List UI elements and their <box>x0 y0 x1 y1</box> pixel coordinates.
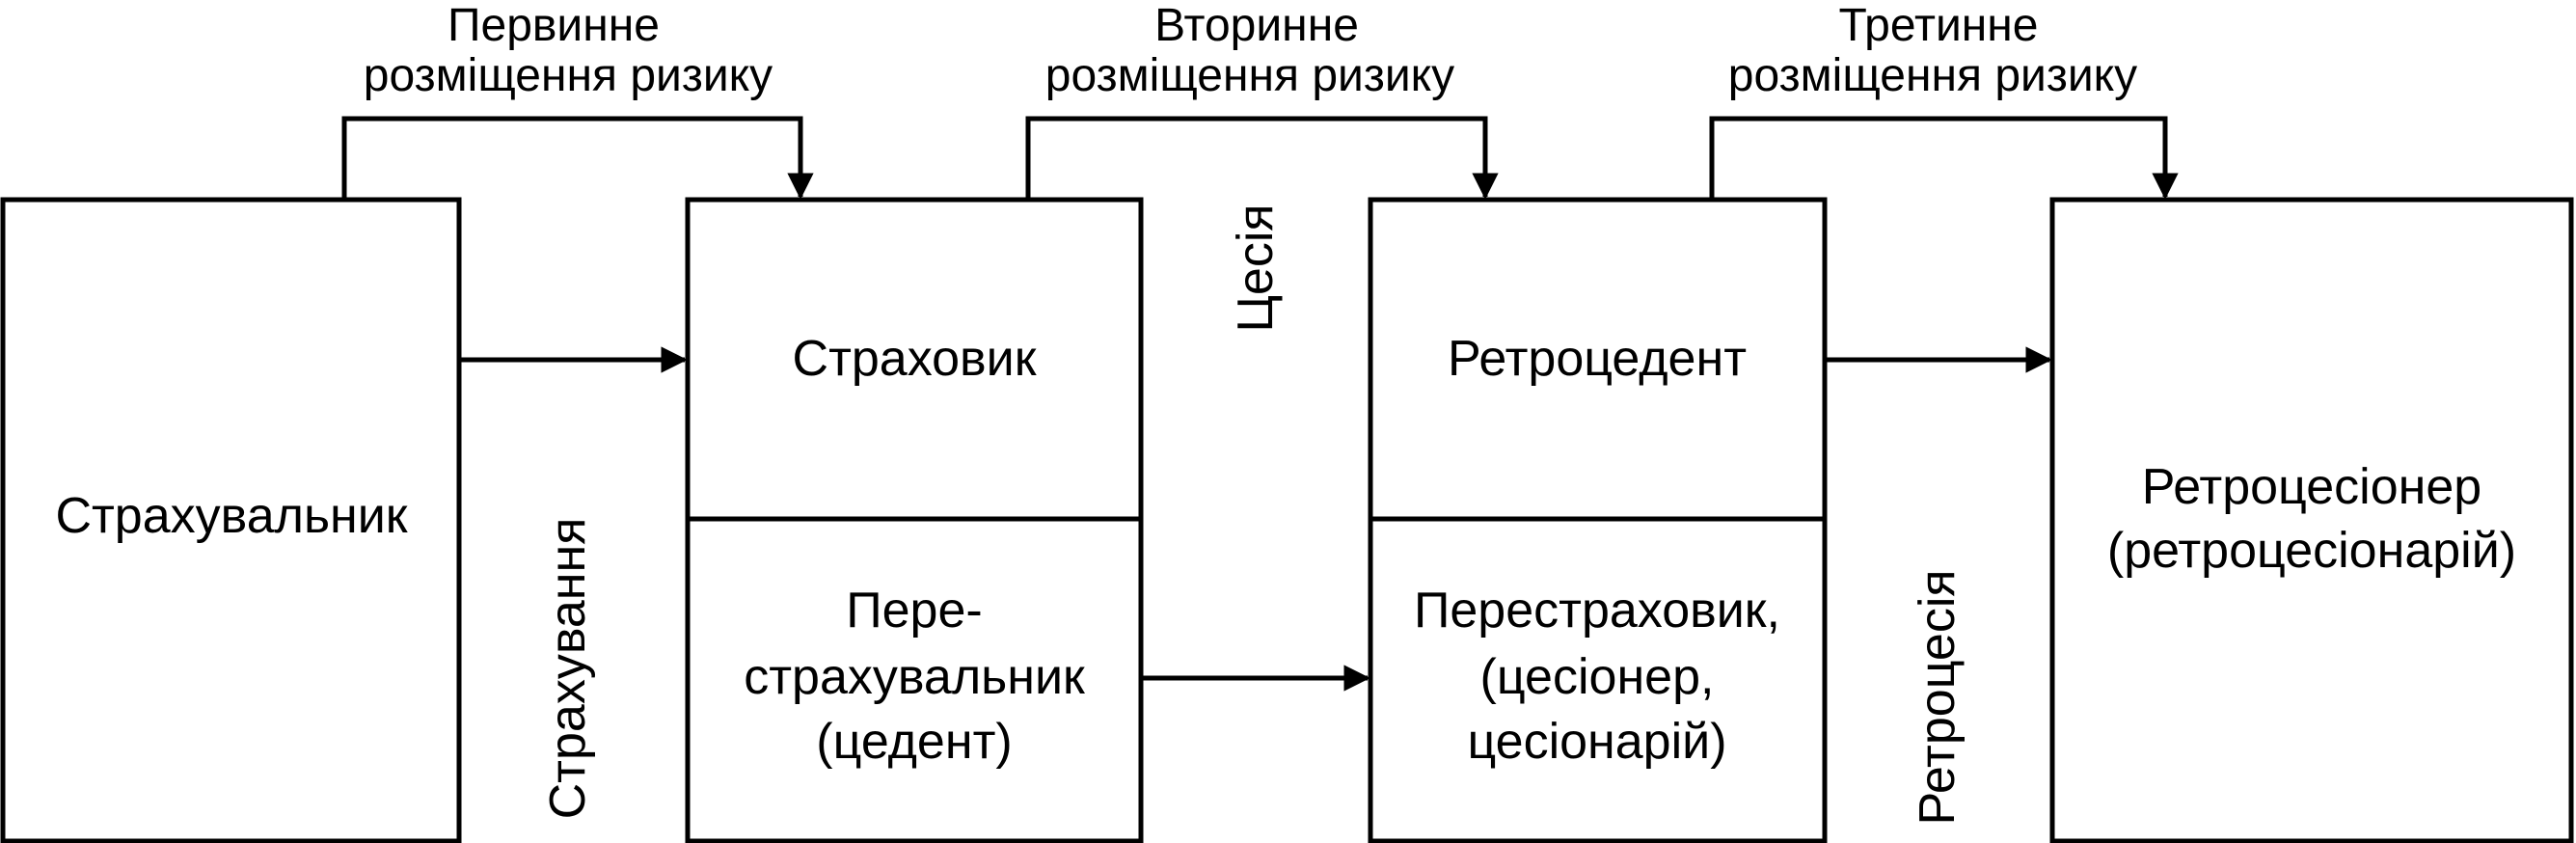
reinsurer-label-line1: Перестраховик, <box>1414 583 1780 639</box>
cession-label: Цесія <box>1228 204 1284 332</box>
reinsurer-label-line2: (цесіонер, <box>1480 649 1715 705</box>
primary-placement-label-line2: розміщення ризику <box>364 50 773 101</box>
tertiary-placement-label-line2: розміщення ризику <box>1728 50 2137 101</box>
reinsured-label-line2: страхувальник <box>744 649 1085 705</box>
reinsured-label-line3: (цедент) <box>816 714 1012 770</box>
reinsurer-label-line3: цесіонарій) <box>1467 714 1726 770</box>
reinsured-label-line1: Пере- <box>846 583 982 639</box>
insured-box <box>0 197 462 843</box>
insurer-label: Страховик <box>793 331 1037 387</box>
retrocessionaire-box <box>2049 197 2574 843</box>
tertiary-placement-label-line1: Третинне <box>1839 0 2039 51</box>
retrocessionaire-label-line2: (ретроцесіонарій) <box>2107 523 2516 579</box>
secondary-placement-label-line2: розміщення ризику <box>1045 50 1454 101</box>
insurance-label: Страхування <box>540 518 596 820</box>
retrocessionaire-label-line1: Ретроцесіонер <box>2142 459 2481 515</box>
retrocession-label: Ретроцесія <box>1910 569 1966 825</box>
secondary-placement-arrow <box>1025 116 1499 200</box>
tertiary-placement-arrow <box>1709 116 2179 200</box>
primary-placement-arrow <box>341 116 814 200</box>
primary-placement-label-line1: Первинне <box>447 0 660 51</box>
retrocedent-label: Ретроцедент <box>1448 331 1747 387</box>
secondary-placement-label-line1: Вторинне <box>1154 0 1359 51</box>
insured-label: Страхувальник <box>55 488 407 544</box>
